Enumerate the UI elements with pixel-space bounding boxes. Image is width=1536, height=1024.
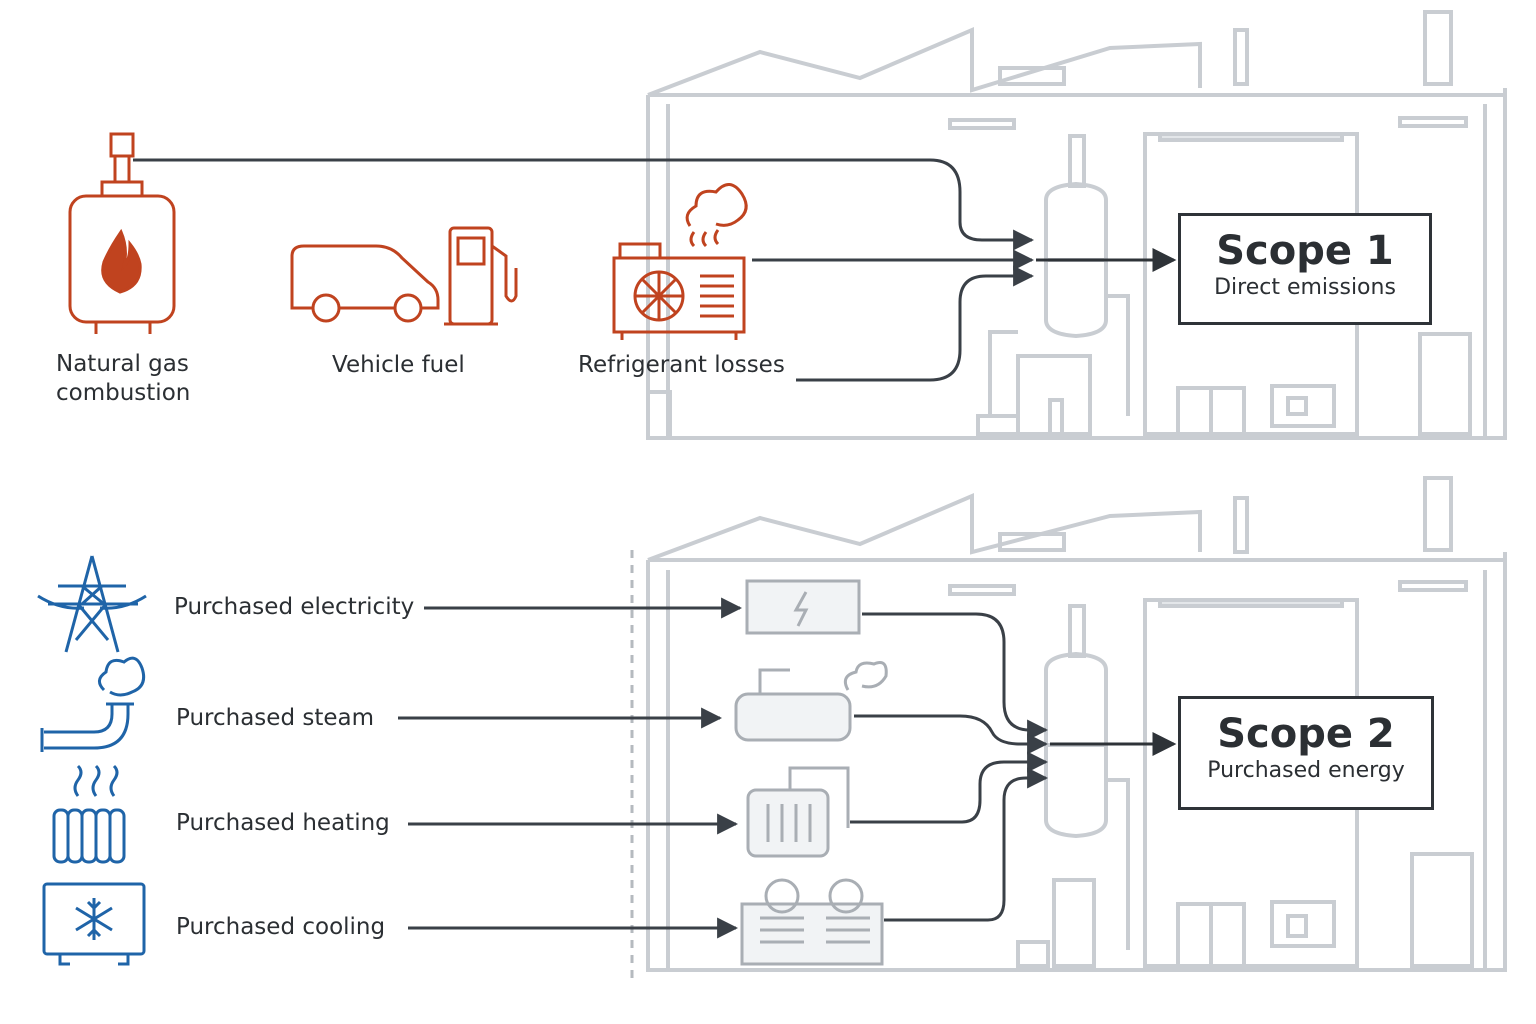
snowflake-cooler-icon [42,882,146,966]
scope1-subtitle: Direct emissions [1214,275,1396,300]
scope1-connectors [133,158,1035,382]
transmission-tower-icon [37,555,147,653]
purchased-steam-label: Purchased steam [176,705,375,731]
heating-unit-equipment-icon [746,766,850,858]
purchased-cooling-label: Purchased cooling [176,914,386,940]
natural-gas-label: Natural gas combustion [56,350,190,408]
scope1-title: Scope 1 [1216,228,1394,274]
scope2-connectors [398,597,1049,939]
scope2-title: Scope 2 [1217,711,1395,757]
vehicle-fuel-label: Vehicle fuel [332,352,465,378]
factory-building-bottom [646,476,1507,972]
radiator-icon [52,764,126,864]
van-fuel-pump-icon [290,226,518,326]
purchased-heating-label: Purchased heating [176,810,390,836]
steam-boiler-equipment-icon [734,661,888,742]
scope1-box: Scope 1 Direct emissions [1178,213,1432,325]
purchased-electricity-label: Purchased electricity [174,594,415,620]
natural-gas-label-line2: combustion [56,380,191,406]
gas-boiler-icon [68,132,176,334]
ac-unit-leak-icon [612,183,748,340]
electric-panel-icon [745,579,861,635]
steam-pipe-icon [40,656,146,752]
cooling-unit-equipment-icon [740,878,884,966]
refrigerant-losses-label: Refrigerant losses [578,352,785,378]
factory-building-top [646,10,1507,440]
scope2-subtitle: Purchased energy [1207,758,1405,783]
natural-gas-label-line1: Natural gas [56,351,189,377]
scope2-box: Scope 2 Purchased energy [1178,696,1434,810]
